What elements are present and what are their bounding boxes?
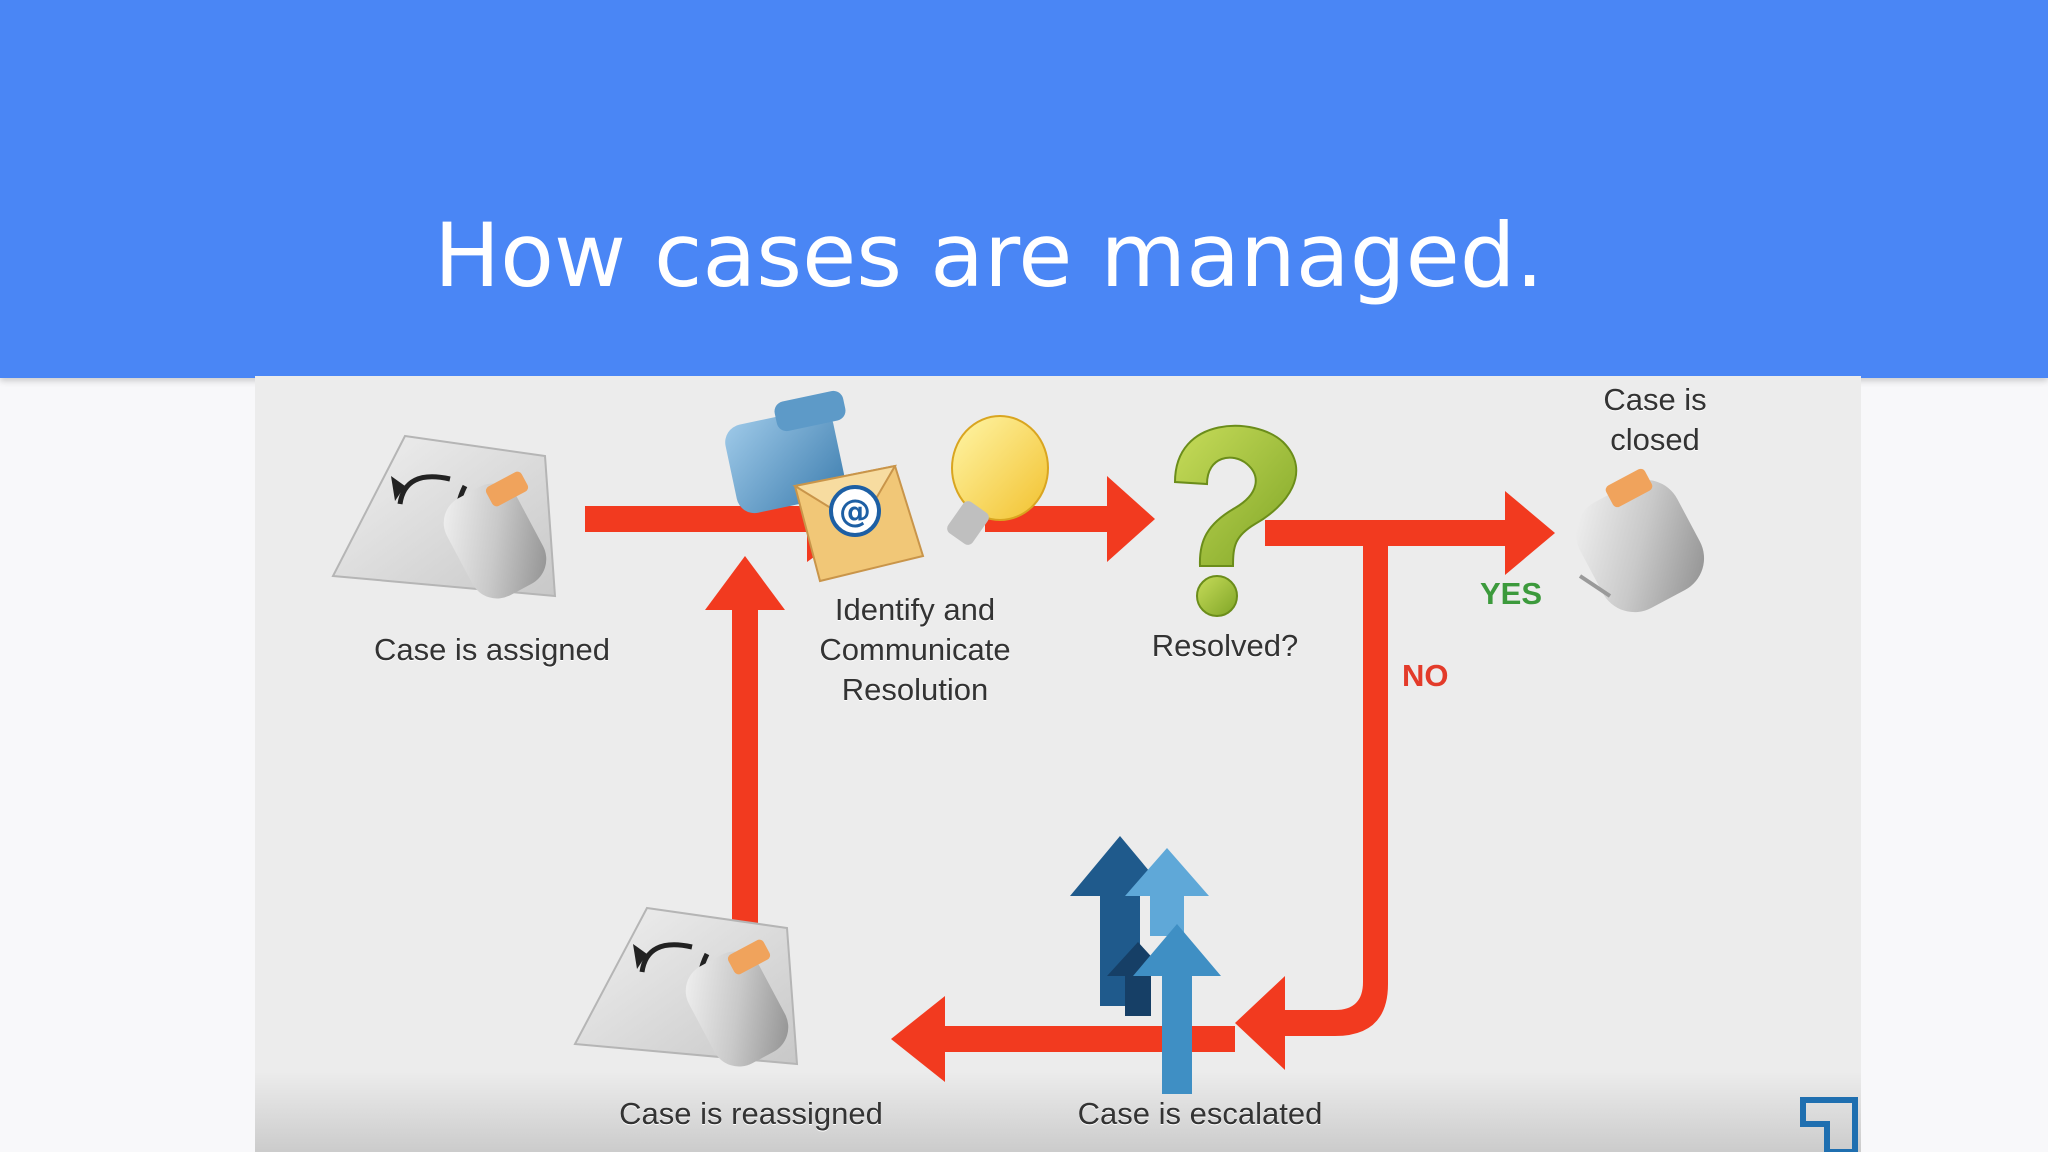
node-label-resolved: Resolved? [1151, 628, 1299, 663]
node-label-closed-line-1: Case is [1603, 382, 1707, 417]
node-label-case-closed: Case is closed [1575, 380, 1735, 460]
slide-title: How cases are managed. [434, 204, 1544, 307]
arrow-head-closed [1505, 491, 1555, 575]
diagram-canvas: @ [331, 390, 1858, 1152]
branch-label-yes: YES [1480, 576, 1543, 611]
arrow-assigned-to-identify [585, 506, 815, 532]
arrow-yes-branch [1265, 520, 1515, 546]
arrow-head-escalated [1235, 976, 1285, 1070]
escalation-arrows-icon [1070, 836, 1221, 1094]
case-folder-refresh-icon-reassigned [573, 906, 799, 1067]
node-label-case-assigned: Case is assigned [373, 632, 611, 667]
branch-label-no: NO [1402, 658, 1449, 693]
case-folder-icon [1575, 468, 1705, 613]
node-label-identify-line-3: Resolution [841, 672, 989, 707]
phone-email-idea-icon: @ [725, 390, 1049, 583]
panel-shade [255, 1072, 1861, 1152]
node-label-case-escalated: Case is escalated [1077, 1096, 1323, 1131]
slide-header: How cases are managed. [0, 0, 2048, 378]
node-label-identify-line-1: Identify and [834, 592, 996, 627]
case-flow-diagram: @ [255, 376, 1861, 1152]
case-folder-refresh-icon [331, 434, 557, 599]
question-mark-icon [1173, 424, 1298, 617]
svg-text:@: @ [839, 492, 871, 530]
flow-arrows [585, 476, 1555, 1082]
arrow-no-branch [1275, 546, 1388, 1036]
logo-fragment-icon [1800, 1097, 1858, 1152]
arrow-head-reassigned [891, 996, 945, 1082]
node-label-case-reassigned: Case is reassigned [619, 1096, 883, 1131]
node-label-identify: Identify and Communicate Resolution [795, 590, 1035, 710]
node-label-identify-line-2: Communicate [819, 632, 1011, 667]
arrow-head-up [705, 556, 785, 610]
arrow-head-resolved [1107, 476, 1155, 562]
node-label-closed-line-2: closed [1610, 422, 1700, 457]
arrow-reassigned-up [732, 604, 758, 950]
